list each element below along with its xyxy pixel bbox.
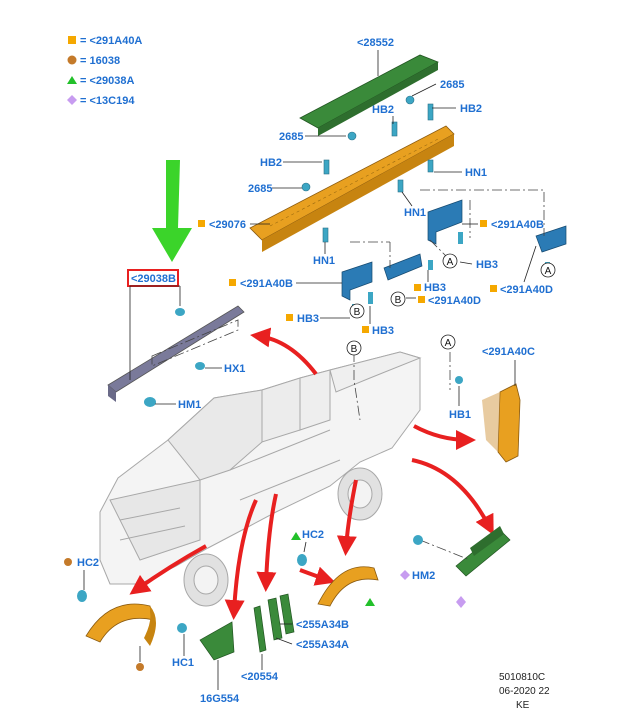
legend: = <291A40A = 16038 = <29038A = <13C194 (67, 35, 142, 107)
callout-A-right: A (540, 262, 556, 278)
label-HC1: HC1 (172, 657, 194, 669)
truck-outline (99, 351, 422, 607)
label-HB3-right: HB3 (476, 259, 498, 271)
label-2685-top: 2685 (440, 79, 464, 91)
red-arrows (129, 327, 494, 620)
label-HB3-left: HB3 (297, 313, 319, 325)
svg-text:A: A (545, 266, 552, 277)
label-2685-mid: 2685 (279, 131, 303, 143)
label-HB2-mid: HB2 (260, 157, 282, 169)
label-16G554: 16G554 (200, 693, 240, 705)
label-291A40C: <291A40C (482, 346, 535, 358)
legend-square-icon (68, 36, 76, 44)
rear-wheel-arch (317, 566, 379, 607)
label-291A40D-mid: <291A40D (428, 295, 481, 307)
orange-square-icon (229, 279, 236, 286)
orange-square-icon (362, 326, 369, 333)
label-255A34B: <255A34B (296, 619, 349, 631)
callout-B-mid: B (390, 291, 406, 307)
svg-text:B: B (354, 307, 361, 318)
circle-icon (64, 558, 72, 566)
legend-diamond-icon (67, 95, 77, 105)
circle-icon (136, 663, 144, 671)
rear-bracket-orange (482, 383, 521, 463)
legend-circle-icon (67, 55, 77, 65)
callout-A-truck: A (440, 334, 456, 350)
clip-icon (455, 376, 463, 384)
label-HN1-low: HN1 (313, 255, 335, 267)
clip-icon (177, 623, 187, 633)
orange-square-icon (286, 314, 293, 321)
label-HB2-left: HB2 (372, 104, 394, 116)
side-step-rail (107, 305, 245, 407)
triangle-icon (291, 532, 301, 540)
label-HB3-upper: HB3 (424, 282, 446, 294)
diamond-icon (456, 596, 466, 608)
label-HB2-right: HB2 (460, 103, 482, 115)
label-291A40B-left: <291A40B (240, 278, 293, 290)
footer-initials: KE (516, 700, 530, 711)
label-291A40D-right: <291A40D (500, 284, 553, 296)
label-HM2: HM2 (412, 570, 435, 582)
orange-square-icon (418, 296, 425, 303)
label-HX1: HX1 (224, 363, 245, 375)
label-29076: <29076 (209, 219, 246, 231)
callout-B-upper: B (349, 303, 365, 319)
label-29038B: <29038B (131, 273, 176, 285)
legend-item-3: = <29038A (80, 75, 134, 87)
rear-lower-bracket-green (419, 526, 511, 577)
svg-text:B: B (395, 295, 402, 306)
label-HN1-right: HN1 (465, 167, 487, 179)
clip-icon (144, 397, 156, 407)
label-2685-low: 2685 (248, 183, 272, 195)
footer-date: 06-2020 22 (499, 686, 550, 697)
label-255A34A: <255A34A (296, 639, 349, 651)
clip-icon (175, 308, 185, 316)
legend-item-1: = <291A40A (80, 35, 142, 47)
clip-icon (413, 535, 423, 545)
diamond-icon (400, 570, 410, 580)
orange-square-icon (414, 284, 421, 291)
triangle-icon (365, 598, 375, 606)
label-HN1-mid: HN1 (404, 207, 426, 219)
svg-text:A: A (447, 257, 454, 268)
callout-A-upper: A (442, 253, 458, 269)
label-HC2-left: HC2 (77, 557, 99, 569)
label-HB3-center: HB3 (372, 325, 394, 337)
orange-square-icon (480, 220, 487, 227)
label-20554: <20554 (241, 671, 279, 683)
clip-icon (297, 554, 307, 566)
roof-molding-green (299, 54, 439, 136)
orange-rail (249, 125, 455, 252)
clip-icon (195, 362, 205, 370)
label-HB1: HB1 (449, 409, 471, 421)
front-wheel-arch (85, 603, 156, 646)
label-28552: <28552 (357, 37, 394, 49)
orange-square-icon (198, 220, 205, 227)
legend-triangle-icon (67, 76, 77, 84)
clip-icon (77, 590, 87, 602)
legend-item-2: = 16038 (80, 55, 120, 67)
label-HM1: HM1 (178, 399, 201, 411)
rail-fasteners (301, 95, 434, 243)
orange-square-icon (490, 285, 497, 292)
svg-text:A: A (445, 338, 452, 349)
label-HC2-right: HC2 (302, 529, 324, 541)
legend-item-4: = <13C194 (80, 95, 135, 107)
label-291A40B-right: <291A40B (491, 219, 544, 231)
green-down-arrow-icon (152, 160, 192, 262)
callout-B-truck: B (346, 340, 362, 356)
svg-text:B: B (351, 344, 358, 355)
footer-code: 5010810C (499, 672, 545, 683)
